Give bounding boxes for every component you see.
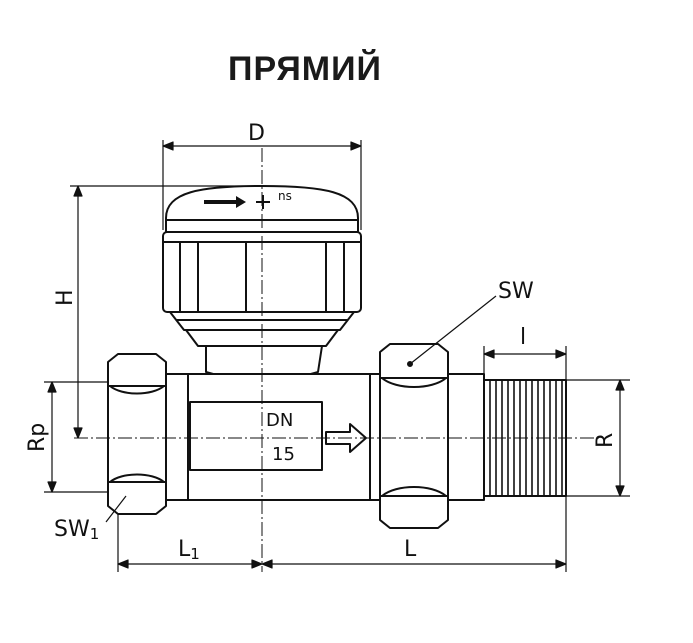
page-title: ПРЯМИЙ (228, 50, 382, 88)
dim-label-l-small: l (520, 325, 526, 350)
valve-cap-plus-icon (256, 195, 270, 209)
dimension-lines (44, 140, 630, 572)
dim-label-r: R (593, 433, 618, 448)
dim-label-d: D (248, 121, 265, 146)
left-coupling-nut (107, 353, 189, 515)
body-marking-dn: DN (266, 410, 293, 431)
dim-label-rp: Rp (25, 423, 50, 452)
dim-label-sw: SW (498, 279, 534, 304)
dim-label-l: L (404, 537, 417, 562)
dim-label-l1: L1 (178, 537, 200, 563)
cap-scale-mark: ns (278, 189, 292, 203)
labels: D H Rp R l L L1 SW SW1 DN 15 (25, 121, 618, 563)
center-lines (74, 148, 600, 572)
dim-label-sw1: SW1 (54, 517, 99, 543)
body-marking-size: 15 (272, 444, 295, 465)
dim-label-h: H (53, 289, 78, 306)
dn-marking-panel (189, 401, 323, 471)
right-union-nut (369, 343, 485, 529)
valve-cap-arrow-icon (204, 196, 246, 208)
